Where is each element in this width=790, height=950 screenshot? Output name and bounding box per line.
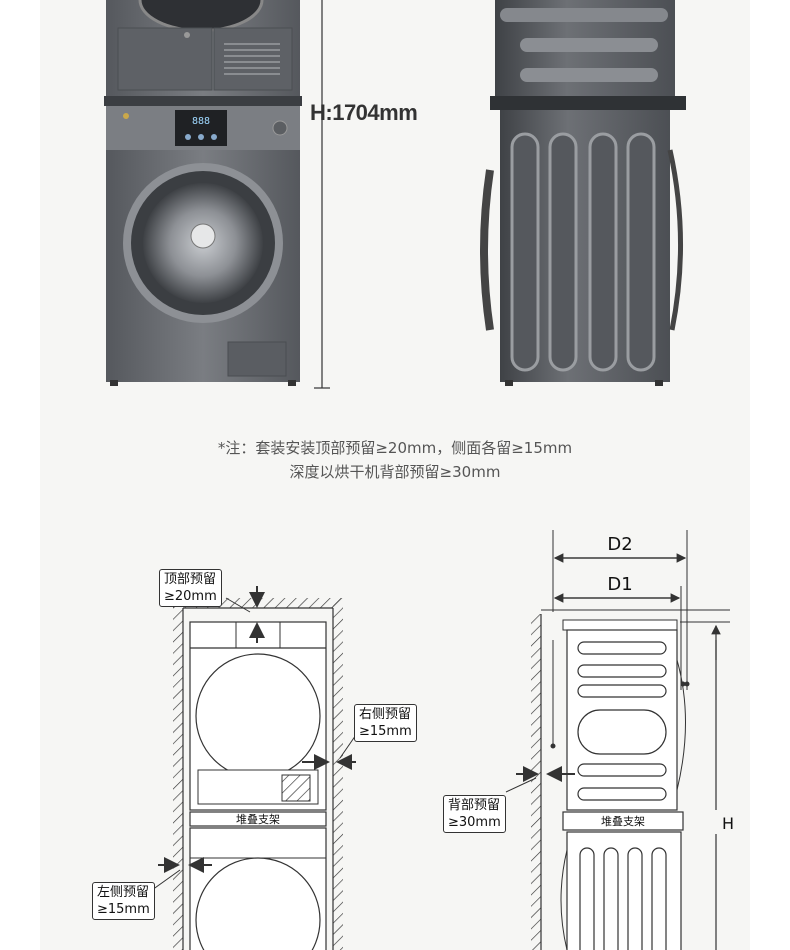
installation-note-line-1: *注：套装安装顶部预留≥20mm，侧面各留≥15mm bbox=[217, 439, 573, 457]
back-clearance-title: 背部预留 bbox=[448, 798, 501, 813]
washer-front-view: 888 bbox=[106, 106, 300, 386]
d1-label: D1 bbox=[607, 574, 632, 595]
front-stacking-bracket bbox=[189, 811, 327, 827]
back-clearance-callout: 背部预留 ≥30mm bbox=[443, 795, 506, 833]
right-margin bbox=[750, 0, 790, 950]
left-margin bbox=[0, 0, 40, 950]
right-clearance-title: 右侧预留 bbox=[359, 707, 412, 722]
h-label: H bbox=[722, 814, 734, 833]
dryer-door bbox=[195, 653, 321, 779]
dryer-front-view bbox=[106, 0, 300, 96]
dryer-outline bbox=[189, 621, 327, 811]
top-clearance-value: ≥20mm bbox=[164, 589, 217, 604]
left-wall bbox=[173, 598, 183, 950]
right-clearance-value: ≥15mm bbox=[359, 724, 412, 739]
left-clearance-value: ≥15mm bbox=[97, 902, 150, 917]
front-clearance-diagram: 堆叠支架 bbox=[151, 586, 359, 950]
installation-note-line-2: 深度以烘干机背部预留≥30mm bbox=[289, 463, 501, 481]
washer-side-outline bbox=[566, 831, 682, 950]
front-bracket-label: 堆叠支架 bbox=[236, 813, 280, 826]
d2-label: D2 bbox=[607, 534, 632, 555]
left-clearance-callout: 左侧预留 ≥15mm bbox=[92, 882, 155, 920]
panel-display: 888 bbox=[192, 116, 210, 127]
washer-door bbox=[195, 857, 321, 950]
height-label: H:1704mm bbox=[310, 100, 418, 125]
side-clearance-diagram: D2 D1 H bbox=[505, 530, 744, 950]
top-clearance-title: 顶部预留 bbox=[164, 572, 217, 587]
side-stacking-bracket bbox=[562, 811, 684, 831]
left-clearance-title: 左侧预留 bbox=[97, 885, 150, 900]
stacked-appliance-illustration: 888 bbox=[104, 0, 686, 389]
back-wall bbox=[531, 614, 541, 950]
right-clearance-callout: 右侧预留 ≥15mm bbox=[354, 704, 417, 742]
right-wall bbox=[333, 598, 343, 950]
height-dimension-line bbox=[314, 0, 330, 389]
side-bracket-label: 堆叠支架 bbox=[601, 815, 645, 828]
appliance-side-view bbox=[480, 0, 686, 386]
top-clearance-callout: 顶部预留 ≥20mm bbox=[159, 569, 222, 607]
washer-outline bbox=[189, 827, 327, 950]
back-clearance-value: ≥30mm bbox=[448, 815, 501, 830]
stacking-bracket-front bbox=[104, 96, 302, 106]
dryer-side-outline bbox=[566, 629, 678, 811]
